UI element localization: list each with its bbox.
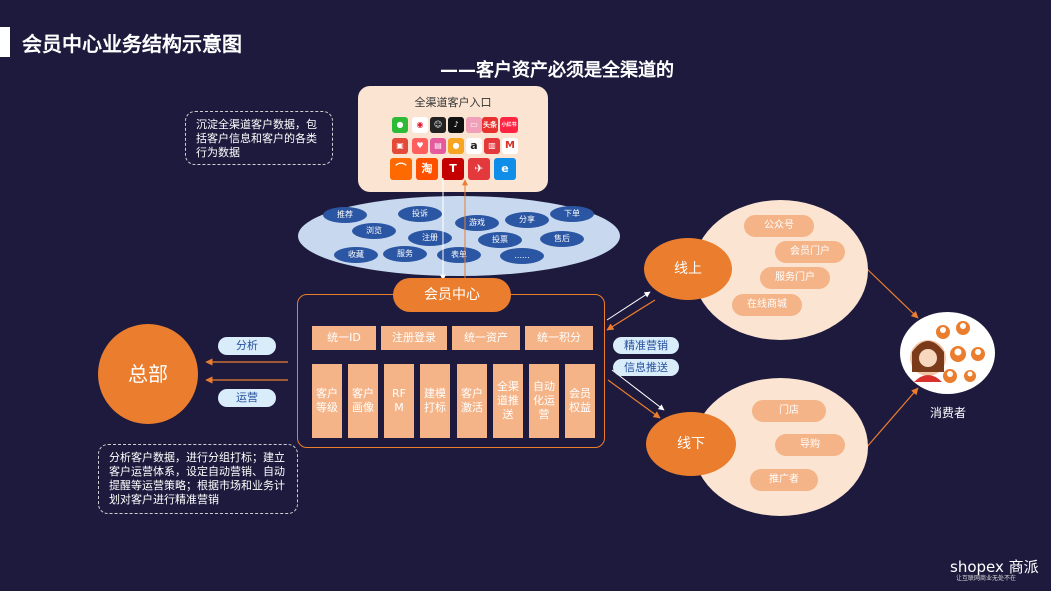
page-subtitle: ——客户资产必须是全渠道的 [440,60,674,81]
behavior-aftersale: 售后 [540,231,584,247]
app-icon: ▭ [466,117,482,133]
app-red-icon: ▥ [484,138,500,154]
member-center-label: 会员中心 [393,278,511,312]
taobao-icon: 淘 [416,158,438,180]
offline-to-consumer-arrow [865,387,919,449]
offline-circle: 线下 [646,412,736,476]
center-to-online-arrow [606,291,651,321]
behavior-browse: 浏览 [352,223,396,239]
online-member-portal: 会员门户 [775,241,845,263]
shopex-logo: shopex 商派 [950,558,1039,576]
alibaba-icon: ⌒ [390,158,412,180]
precise-marketing-pill: 精准营销 [613,337,679,354]
title-accent-bar [0,27,10,57]
weibo-icon: ◉ [412,117,428,133]
analyze-pill: 分析 [218,337,276,355]
behavior-favorite: 收藏 [334,247,378,263]
online-to-consumer-arrow [865,267,919,319]
online-official-account: 公众号 [744,215,814,237]
func-omnichannel-push: 全渠道推送 [493,364,523,438]
online-service-portal: 服务门户 [760,267,830,289]
offline-promoter: 推广者 [750,469,818,491]
online-to-center-arrow [606,299,656,331]
unify-login: 注册登录 [381,326,447,350]
func-automation: 自动化运营 [529,364,559,438]
page-title: 会员中心业务结构示意图 [22,32,242,56]
func-customer-activation: 客户激活 [457,364,487,438]
func-modeling-tagging: 建模打标 [420,364,450,438]
tmall-icon: T [442,158,464,180]
hq-circle: 总部 [98,324,198,424]
online-circle: 线上 [644,238,732,300]
operate-pill: 运营 [218,389,276,407]
online-mall: 在线商城 [732,294,802,316]
app-orange-icon: ● [448,138,464,154]
consumer-circle [900,312,995,394]
qq-icon: ☺ [430,117,446,133]
douyin-icon: ♪ [448,117,464,133]
unify-points: 统一积分 [525,326,593,350]
behavior-complain: 投诉 [398,206,442,222]
shopex-slogan: 让互联网商业无处不在 [956,575,1017,582]
behavior-order: 下单 [550,206,594,222]
xiaohongshu-icon: 小红书 [500,117,518,133]
behavior-register: 注册 [408,230,452,246]
channel-entry-box: 全渠道客户入口 ● ◉ ☺ ♪ ▭ 头条 小红书 ▣ ♥ ▤ ● a ▥ M ⌒… [358,86,548,192]
channel-entry-title: 全渠道客户入口 [414,96,492,109]
jd-icon: ✈ [468,158,490,180]
behavior-service: 服务 [383,246,427,262]
unify-id: 统一ID [312,326,376,350]
behavior-share: 分享 [505,212,549,228]
ele-icon: e [494,158,516,180]
func-member-benefits: 会员权益 [565,364,595,438]
info-push-pill: 信息推送 [613,359,679,376]
func-rfm: RFM [384,364,414,438]
behavior-recommend: 推荐 [323,207,367,223]
shop-icon: ▣ [392,138,408,154]
toutiao-icon: 头条 [482,117,498,133]
behavior-vote: 投票 [478,232,522,248]
behavior-more: ...... [500,248,544,264]
bottom-note: 分析客户数据，进行分组打标；建立客户运营体系，设定自动营销、自动提醒等运营策略；… [98,444,298,514]
behavior-form: 表单 [437,247,481,263]
offline-shopping-guide: 导购 [775,434,845,456]
wechat-icon: ● [392,117,408,133]
offline-return-arrow [611,369,665,411]
offline-store: 门店 [752,400,826,422]
unify-assets: 统一资产 [452,326,520,350]
gmail-icon: M [502,138,518,154]
weibo-red-icon: ♥ [412,138,428,154]
center-to-offline-arrow [607,379,661,419]
behavior-game: 游戏 [455,215,499,231]
consumer-label: 消费者 [930,406,967,420]
app-pink-icon: ▤ [430,138,446,154]
consumer-group-icon [910,321,985,383]
amazon-icon: a [466,138,482,154]
top-note: 沉淀全渠道客户数据，包括客户信息和客户的各类行为数据 [185,111,333,165]
func-customer-level: 客户等级 [312,364,342,438]
func-customer-profile: 客户画像 [348,364,378,438]
